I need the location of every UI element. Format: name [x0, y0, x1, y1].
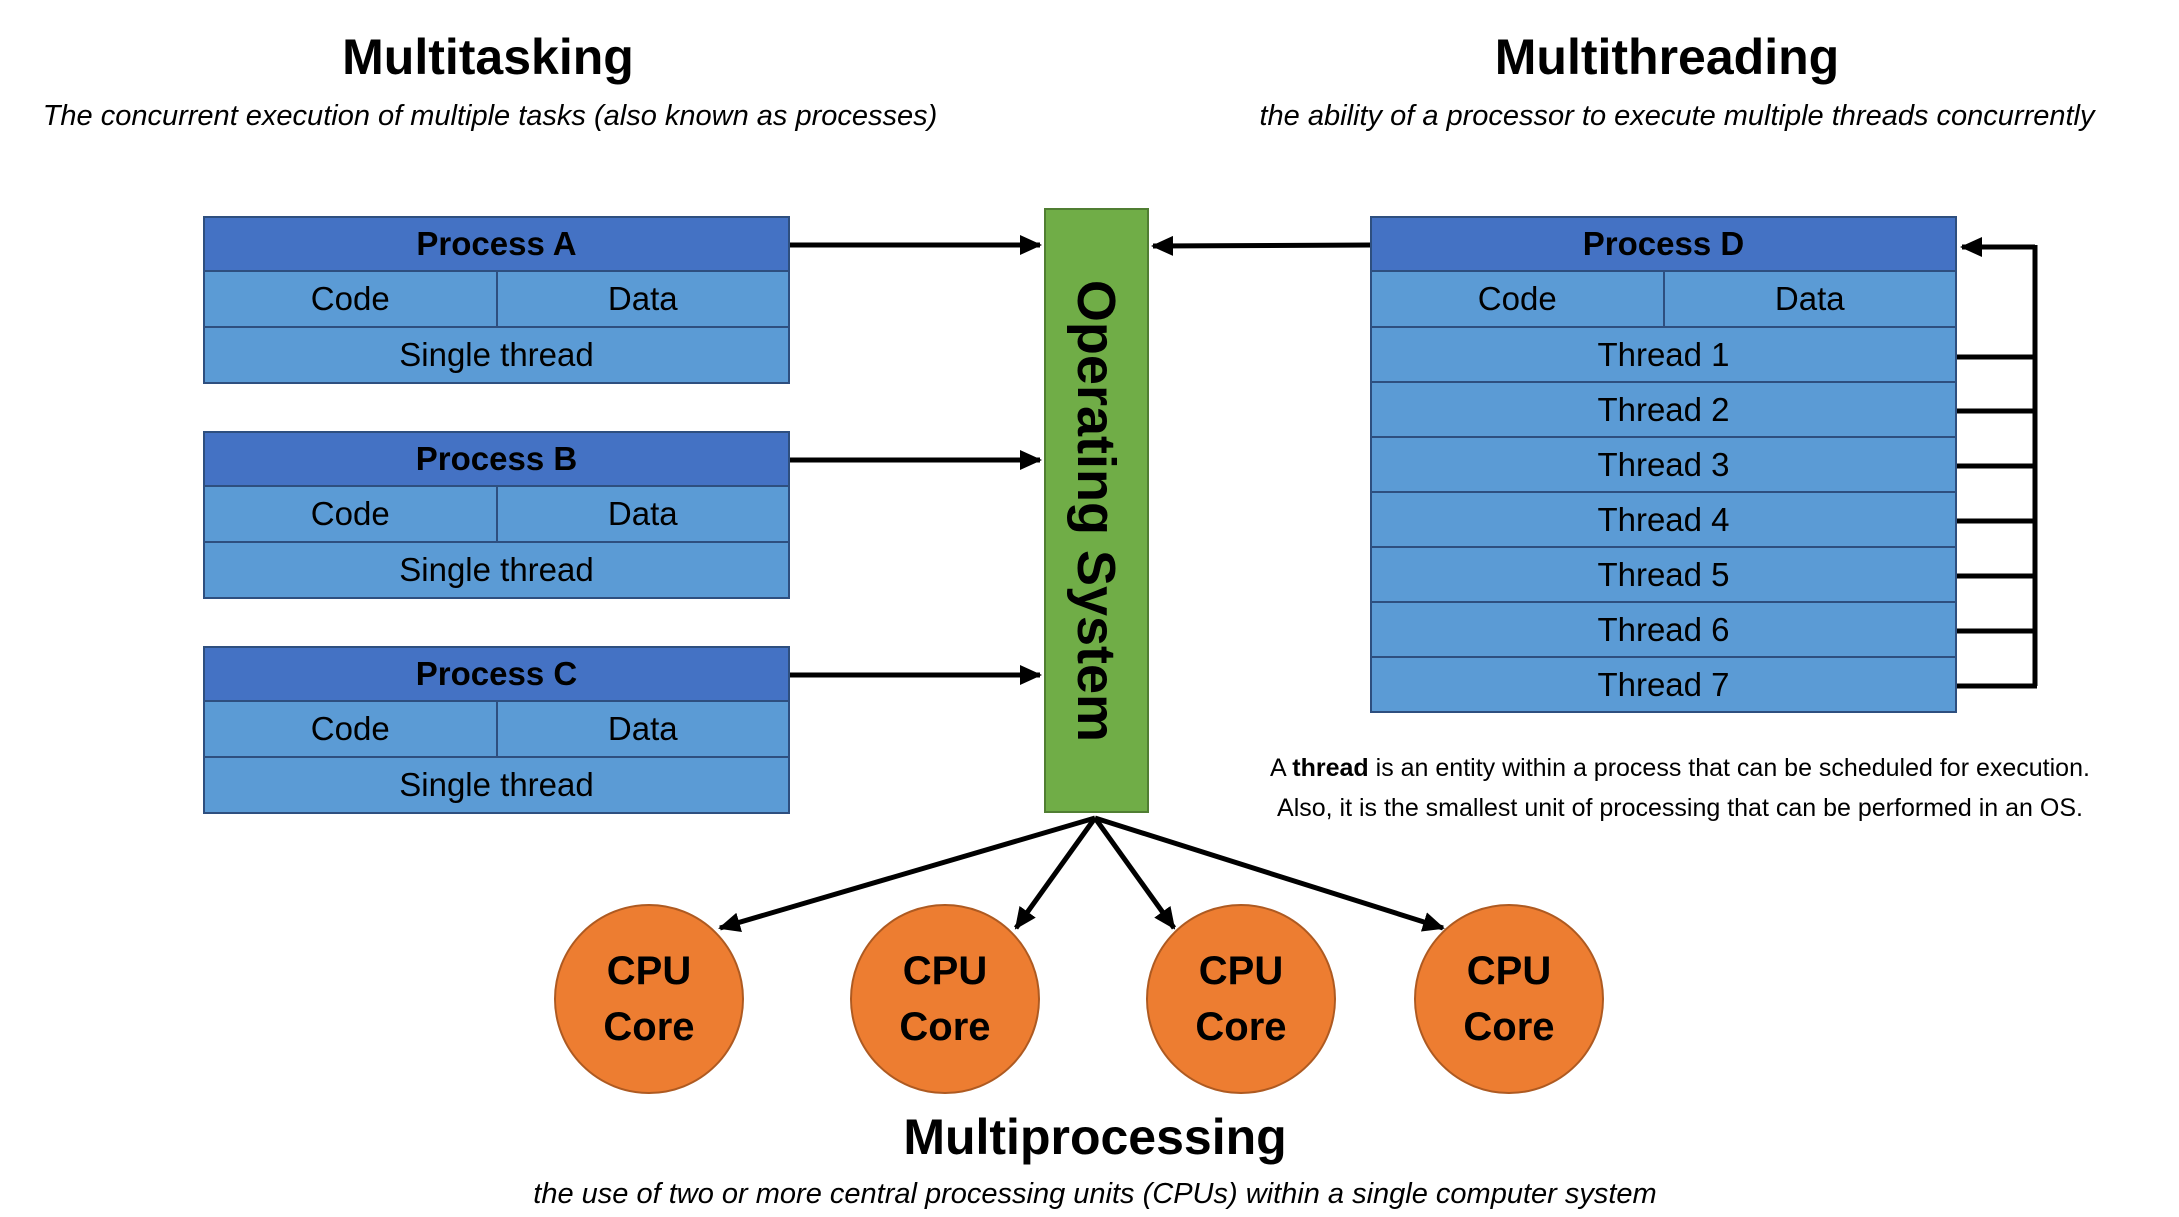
- thread-term: thread: [1292, 754, 1369, 782]
- thread-row-3: Thread 3: [1370, 438, 1957, 493]
- arrow-os-to-cpu-1: [718, 815, 1096, 932]
- process-d-data: Data: [1662, 272, 1956, 326]
- arrow-os-to-cpu-3: [1092, 816, 1177, 930]
- thread-note-line-2: Also, it is the smallest unit of process…: [1277, 794, 2083, 822]
- process-d: Process D Code Data Thread 1 Thread 2 Th…: [1370, 216, 1957, 713]
- thread-row-5: Thread 5: [1370, 548, 1957, 603]
- process-b-thread: Single thread: [203, 543, 790, 599]
- process-b: Process B Code Data Single thread: [203, 431, 790, 599]
- thread-row-4: Thread 4: [1370, 493, 1957, 548]
- multithreading-subtitle: the ability of a processor to execute mu…: [1259, 100, 2095, 132]
- multiprocessing-title: Multiprocessing: [903, 1109, 1287, 1165]
- thread-row-2: Thread 2: [1370, 383, 1957, 438]
- thread-row-7: Thread 7: [1370, 658, 1957, 713]
- process-a-data: Data: [495, 272, 789, 326]
- process-c: Process C Code Data Single thread: [203, 646, 790, 814]
- process-b-header: Process B: [203, 431, 790, 487]
- process-d-header: Process D: [1370, 216, 1957, 272]
- process-b-segments: Code Data: [203, 487, 790, 543]
- thread-note-line-1: A thread is an entity within a process t…: [1270, 754, 2090, 782]
- process-c-thread: Single thread: [203, 758, 790, 814]
- thread-row-6: Thread 6: [1370, 603, 1957, 658]
- process-a-code: Code: [310, 280, 390, 317]
- arrow-process-d-to-os: [1151, 235, 1373, 256]
- multitasking-title: Multitasking: [342, 29, 634, 85]
- process-a: Process A Code Data Single thread: [203, 216, 790, 384]
- process-b-code: Code: [310, 495, 390, 532]
- operating-system-label: Operating System: [1066, 279, 1127, 742]
- process-b-data: Data: [495, 487, 789, 541]
- process-a-segments: Code Data: [203, 272, 790, 328]
- process-a-thread: Single thread: [203, 328, 790, 384]
- process-c-segments: Code Data: [203, 702, 790, 758]
- process-c-data: Data: [495, 702, 789, 756]
- process-d-code: Code: [1477, 280, 1557, 317]
- process-c-header: Process C: [203, 646, 790, 702]
- multitasking-subtitle: The concurrent execution of multiple tas…: [42, 100, 938, 132]
- operating-system: Operating System: [1044, 208, 1149, 813]
- arrow-os-to-cpu-4: [1094, 815, 1445, 932]
- multithreading-title: Multithreading: [1494, 29, 1840, 85]
- thread-row-1: Thread 1: [1370, 328, 1957, 383]
- thread-definition-note: A thread is an entity within a process t…: [1200, 748, 2160, 828]
- process-d-segments: Code Data: [1370, 272, 1957, 328]
- multiprocessing-subtitle: the use of two or more central processin…: [533, 1178, 1657, 1210]
- arrow-os-to-cpu-2: [1013, 816, 1098, 930]
- process-c-code: Code: [310, 710, 390, 747]
- process-a-header: Process A: [203, 216, 790, 272]
